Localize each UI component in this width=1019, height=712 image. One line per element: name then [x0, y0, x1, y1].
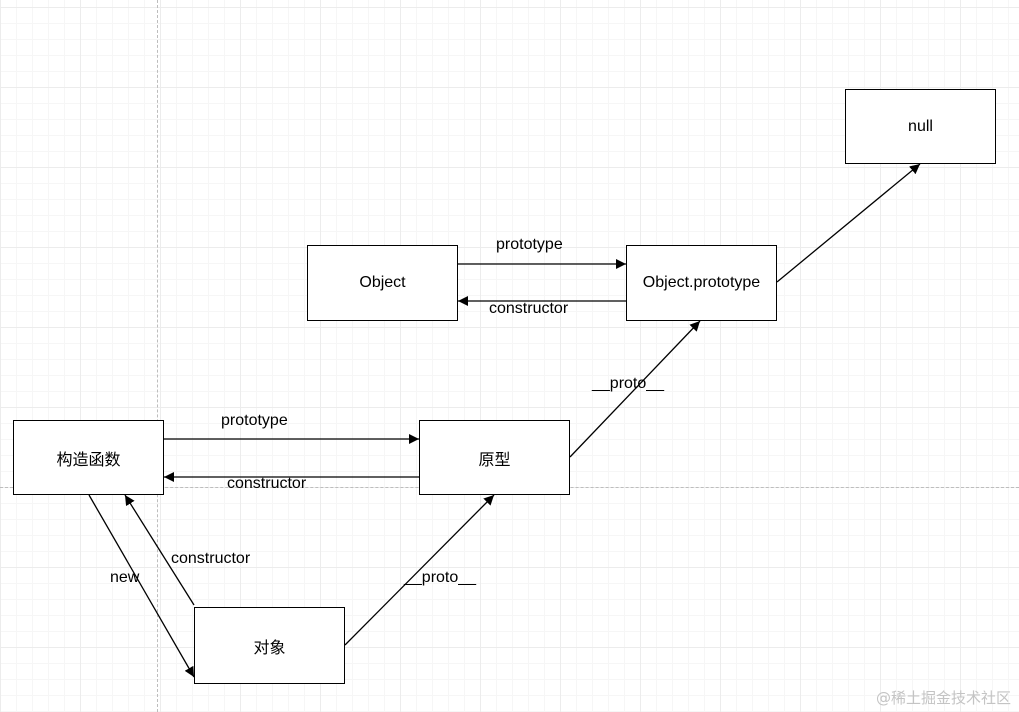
edge-label-objproto-constructor: constructor [489, 300, 569, 317]
object-prototype-node: Object.prototype [626, 245, 777, 321]
edge-objproto-to-null [776, 163, 921, 283]
edge-ctor-to-instance [88, 494, 195, 678]
edge-label-object-prototype: prototype [496, 236, 563, 253]
edge-label-new: new [110, 569, 140, 586]
edge-instance-to-proto [344, 494, 495, 646]
object-node: Object [307, 245, 458, 321]
edge-proto-to-objproto [569, 320, 701, 458]
edge-label-instance-proto: __proto__ [404, 569, 477, 586]
edge-label-ctor-prototype: prototype [221, 412, 288, 429]
vertical-guide-line [157, 0, 158, 712]
null-node: null [845, 89, 996, 164]
constructor-function-node: 构造函数 [13, 420, 164, 495]
edge-label-proto-constructor: constructor [227, 475, 307, 492]
edge-label-instance-constructor: constructor [171, 550, 251, 567]
edge-instance-to-ctor [124, 494, 195, 606]
instance-object-node: 对象 [194, 607, 345, 684]
watermark: @稀土掘金技术社区 [875, 689, 1011, 707]
edge-label-proto-to-objproto: __proto__ [592, 375, 665, 392]
prototype-node: 原型 [419, 420, 570, 495]
